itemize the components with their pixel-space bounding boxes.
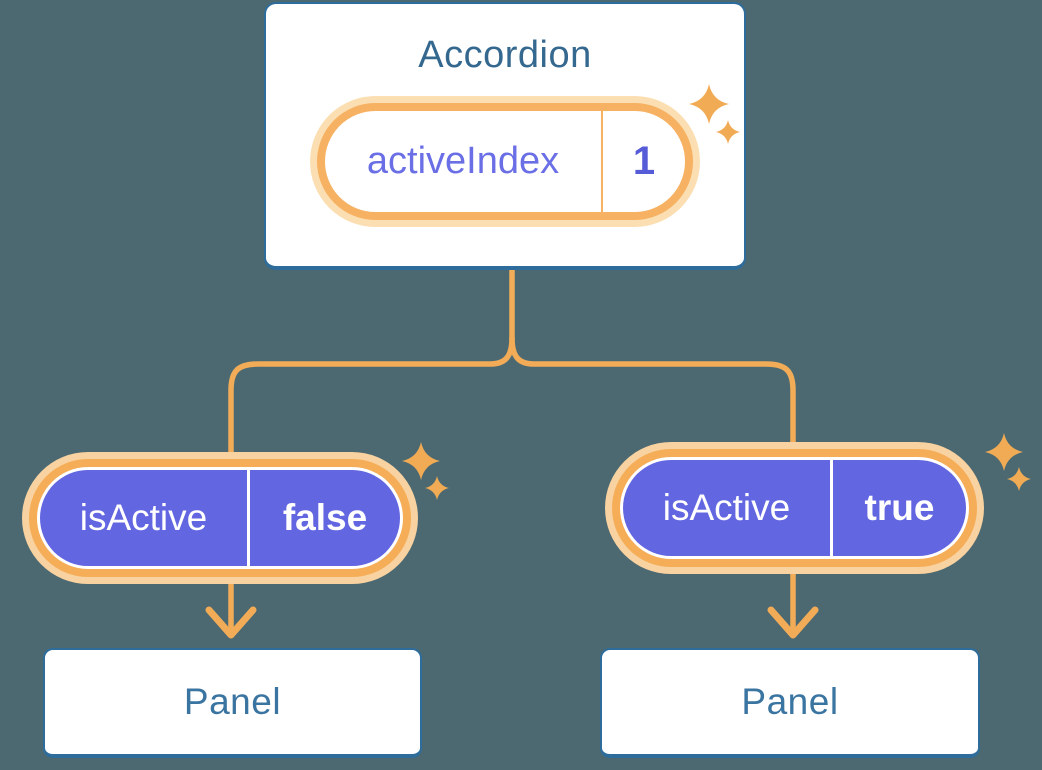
panel-label: Panel xyxy=(741,681,839,722)
prop-pill-value: true xyxy=(864,487,935,528)
prop-pill-right: isActive true xyxy=(612,449,977,567)
state-pill-value: 1 xyxy=(632,139,656,183)
sparkle-icon xyxy=(985,433,1031,491)
state-pill: activeIndex 1 xyxy=(317,103,693,220)
accordion-card: Accordion activeIndex 1 xyxy=(264,2,746,270)
left-arrow-down-icon xyxy=(205,606,257,639)
left-branch-line xyxy=(228,335,515,635)
prop-pill-body: isActive false xyxy=(40,470,400,566)
right-branch-line xyxy=(509,335,796,635)
pill-divider xyxy=(247,470,250,566)
prop-pill-left: isActive false xyxy=(29,459,411,577)
panel-card-right: Panel xyxy=(600,648,980,758)
panel-card-left: Panel xyxy=(43,648,422,758)
prop-pill-value: false xyxy=(282,497,368,538)
panel-label: Panel xyxy=(183,681,282,722)
sparkle-icon xyxy=(402,442,449,500)
prop-pill-label: isActive xyxy=(79,497,208,538)
prop-pill-body: isActive true xyxy=(623,460,966,556)
pill-divider xyxy=(601,111,603,212)
right-arrow-down-icon xyxy=(767,606,819,639)
pill-divider xyxy=(830,460,833,556)
accordion-title: Accordion xyxy=(418,34,592,76)
prop-pill-label: isActive xyxy=(662,487,791,528)
sparkle-icon xyxy=(689,84,740,144)
state-pill-label: activeIndex xyxy=(366,140,560,182)
